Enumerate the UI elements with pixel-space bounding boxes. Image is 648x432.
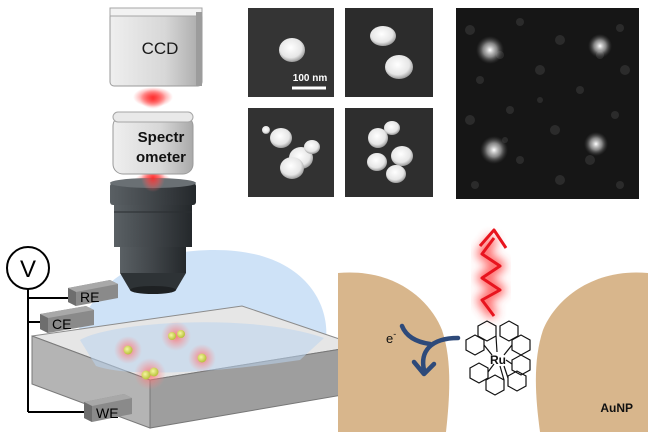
ecl-emission-image	[456, 8, 639, 199]
nanoparticle	[114, 336, 142, 364]
emission-spot	[584, 132, 608, 156]
gold-nanoparticle-right	[535, 272, 648, 432]
aunp-label: AuNP	[600, 401, 633, 415]
emission-photon-icon	[477, 228, 508, 319]
nanoparticle	[161, 321, 191, 351]
voltmeter: V	[6, 246, 50, 290]
ruthenium-complex-icon	[465, 320, 531, 396]
mechanism-diagram: e- Ru AuNP	[338, 228, 648, 432]
substrate	[31, 305, 361, 429]
sem-panel-dimer	[345, 8, 433, 97]
nanoparticle	[134, 358, 166, 390]
sem-image-grid: 100 nm	[248, 8, 433, 197]
gold-nanoparticle-left	[338, 272, 450, 432]
objective-lens	[110, 178, 196, 294]
spectrometer-label-line2: ometer	[136, 149, 186, 166]
sem-scale-bar-label: 100 nm	[293, 73, 328, 84]
working-electrode-label: WE	[96, 405, 119, 421]
spectrometer-label-line1: Spectr	[138, 129, 185, 146]
voltmeter-symbol: V	[20, 256, 36, 283]
working-electrode: WE	[84, 394, 132, 422]
nanoparticle	[188, 344, 216, 372]
reference-electrode-label: RE	[80, 289, 99, 305]
setup-illustration: Spectr ometer CCD V	[6, 7, 361, 429]
ccd-label: CCD	[142, 39, 179, 58]
ccd-camera: CCD	[109, 7, 203, 87]
electron-transfer-arrow-icon	[399, 323, 461, 377]
sem-panel-cluster	[248, 108, 334, 197]
ruthenium-complex-center-label: Ru	[490, 353, 506, 367]
sem-panel-aggregate	[345, 108, 433, 197]
emission-spot	[480, 136, 508, 164]
reference-electrode: RE	[68, 280, 118, 306]
emission-spot	[476, 36, 504, 64]
electron-label: e-	[386, 329, 396, 346]
nanoparticles-on-substrate	[114, 321, 216, 390]
counter-electrode: CE	[40, 306, 94, 333]
emission-spot	[588, 34, 612, 58]
sem-panel-single-particle: 100 nm	[248, 8, 334, 97]
spectrometer: Spectr ometer	[112, 111, 194, 175]
counter-electrode-label: CE	[52, 316, 71, 332]
